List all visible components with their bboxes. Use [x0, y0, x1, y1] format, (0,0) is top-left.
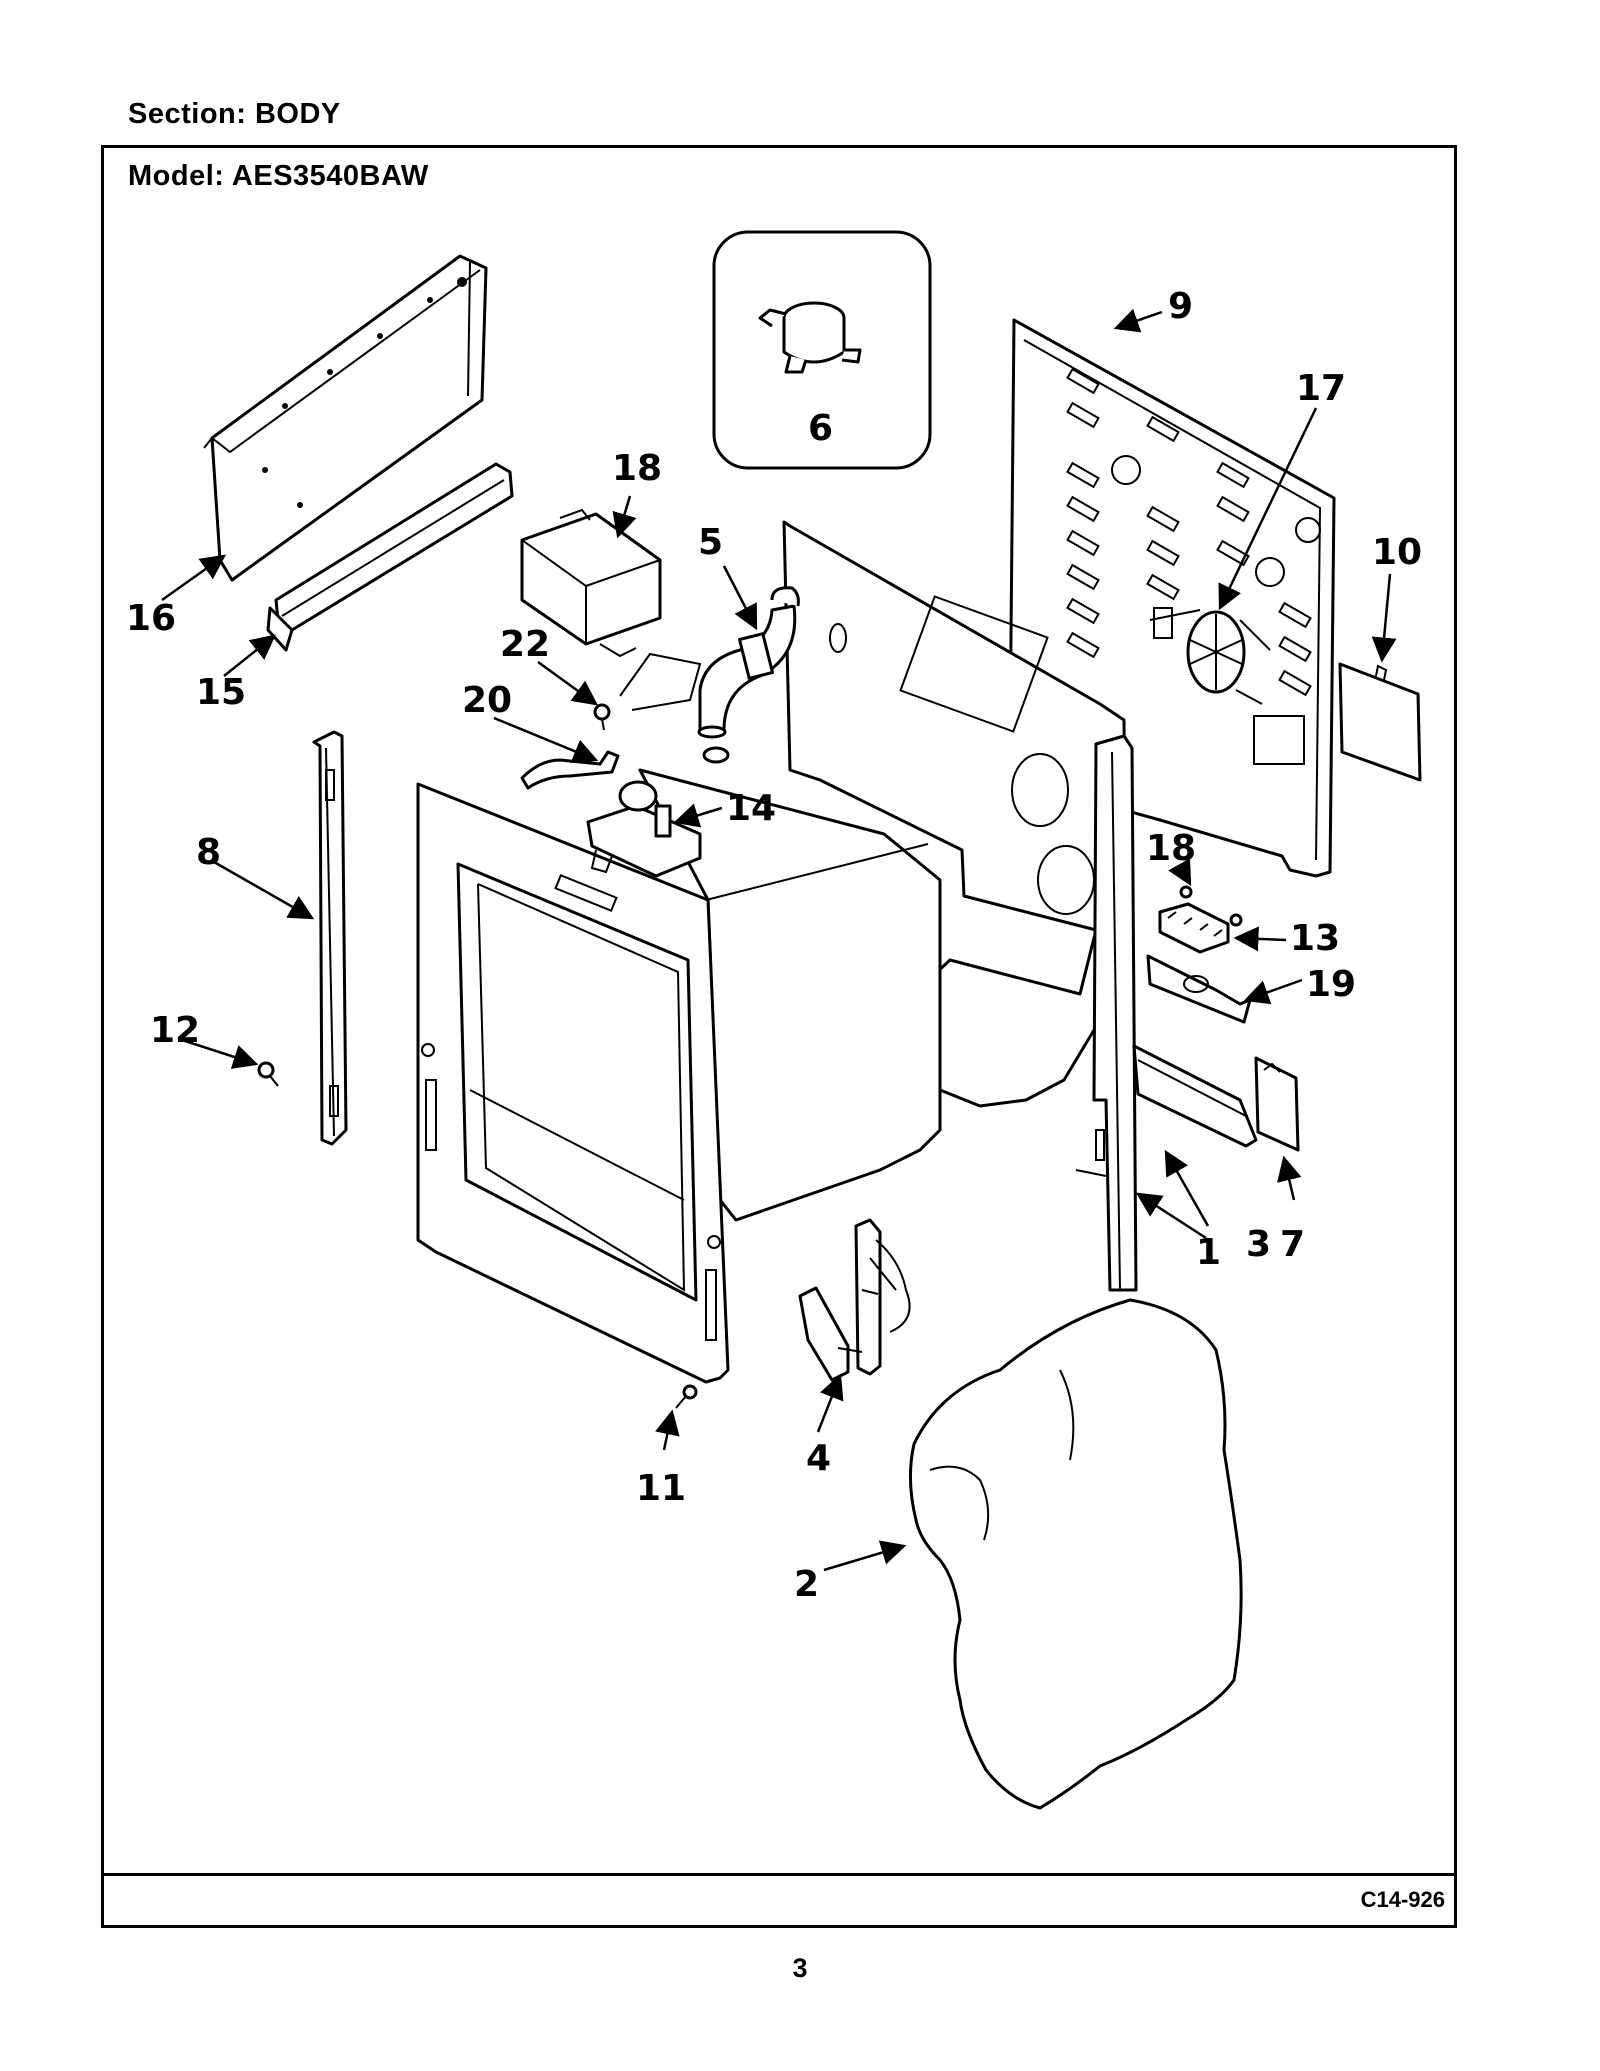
part-15-channel — [266, 462, 514, 652]
callout-6: 6 — [808, 408, 833, 449]
oven-cavity — [416, 768, 942, 1384]
part-22-screw — [593, 652, 702, 731]
diagram-frame — [101, 145, 1457, 1928]
callout-22: 22 — [500, 624, 550, 665]
part-14-switch — [586, 780, 702, 878]
part-17-fan — [1149, 607, 1271, 705]
section-title: Section: BODY — [128, 98, 341, 130]
callout-2: 2 — [794, 1564, 819, 1605]
part-13-terminal-block — [1158, 885, 1243, 954]
callout-12: 12 — [150, 1010, 200, 1051]
model-title: Model: AES3540BAW — [128, 160, 429, 192]
footer-divider — [101, 1873, 1457, 1876]
callout-9: 9 — [1168, 286, 1193, 327]
part-8-side-rail — [312, 730, 348, 1146]
callout-7: 7 — [1280, 1224, 1305, 1265]
part-18-relay-box — [520, 508, 662, 658]
callout-18-top: 18 — [612, 448, 662, 489]
part-1-front-strip — [1075, 734, 1138, 1292]
panel-slots — [1066, 367, 1312, 697]
diagram-code: C14-926 — [1360, 1887, 1445, 1912]
callout-15: 15 — [196, 672, 246, 713]
part-20-bracket — [520, 750, 620, 790]
part-11-screw — [675, 1384, 698, 1409]
part-16-panel — [203, 254, 488, 582]
callout-19: 19 — [1306, 964, 1356, 1005]
part-6-inset — [712, 230, 932, 470]
callout-18-right: 18 — [1146, 828, 1196, 869]
part-7-plate — [1254, 1056, 1300, 1152]
part-12-screw — [257, 1061, 279, 1087]
callout-labels: 16 15 6 9 17 10 18 5 22 20 14 8 12 18 13… — [126, 286, 1422, 1605]
callout-5: 5 — [698, 522, 723, 563]
callout-11: 11 — [636, 1468, 686, 1509]
part-2-insulation — [908, 1298, 1243, 1810]
part-5-duct — [697, 586, 800, 764]
callout-13: 13 — [1290, 918, 1340, 959]
callout-20: 20 — [462, 680, 512, 721]
page-number: 3 — [792, 1953, 808, 1983]
part-19-plate — [1146, 954, 1252, 1024]
part-4-hinge — [798, 1218, 911, 1382]
callout-4: 4 — [806, 1438, 831, 1479]
part-10-cover — [1338, 662, 1422, 782]
callout-14: 14 — [726, 788, 776, 829]
callout-8: 8 — [196, 832, 221, 873]
callout-10: 10 — [1372, 532, 1422, 573]
part-3-channel — [1132, 1044, 1258, 1148]
leader-lines — [161, 308, 1397, 1572]
callout-1: 1 — [1196, 1232, 1221, 1273]
callout-17: 17 — [1296, 368, 1346, 409]
callout-3: 3 — [1246, 1224, 1271, 1265]
callout-16: 16 — [126, 598, 176, 639]
